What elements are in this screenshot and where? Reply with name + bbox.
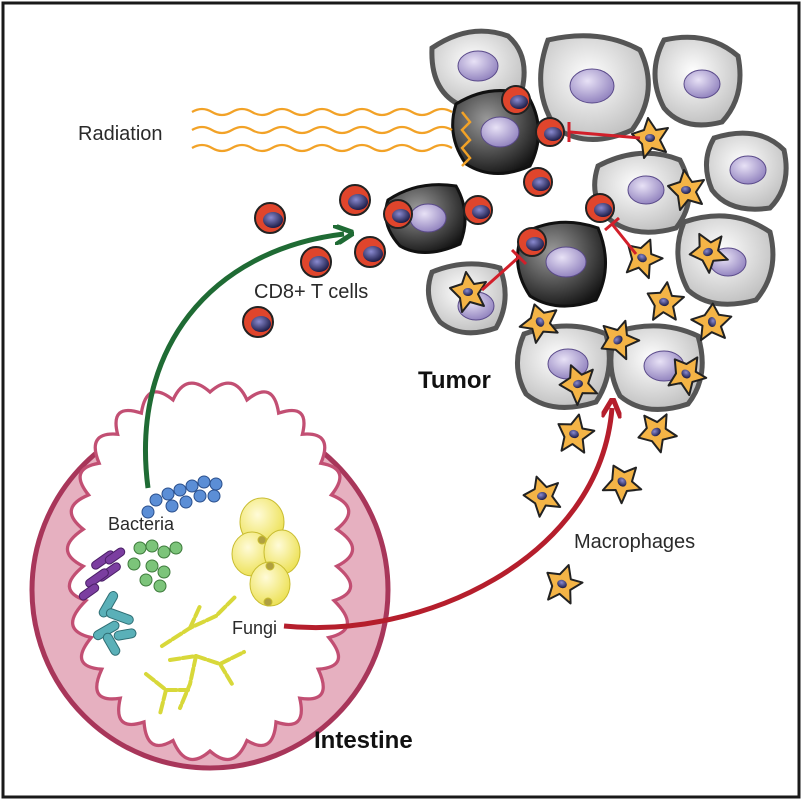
t-cell-icon [517, 227, 547, 257]
bacteria-icon [141, 475, 223, 519]
macrophage-icon [688, 232, 729, 274]
macrophage-icon [625, 238, 664, 280]
t-cell-icon [254, 202, 286, 234]
fungi-icon [144, 594, 246, 716]
tumor-cell-icon [608, 323, 705, 412]
macrophage-icon [667, 356, 708, 397]
green-arrow [142, 234, 344, 489]
tumor-label: Tumor [418, 367, 491, 394]
intestine-label: Intestine [314, 727, 413, 754]
bacteria-icon [78, 547, 126, 601]
macrophage-icon [546, 564, 584, 605]
bacteria-icon [93, 591, 137, 656]
macrophage-icon [522, 475, 562, 518]
macrophage-icon [558, 364, 599, 406]
intestine [29, 381, 391, 771]
tumor-cell-icon [538, 33, 651, 142]
t-cell-icon [300, 246, 332, 278]
macrophage-icon [637, 413, 678, 454]
macrophages-label: Macrophages [574, 531, 695, 553]
macrophage-icon [690, 302, 733, 342]
t-cell-icon [383, 199, 413, 229]
bacteria-icon [127, 539, 183, 593]
t-cell-icon [585, 193, 615, 223]
inhibition-lines [480, 122, 641, 292]
macrophage-icon [646, 281, 685, 321]
bacteria-label: Bacteria [108, 514, 175, 534]
red-arrow [283, 408, 612, 631]
t-cell-icon [523, 167, 553, 197]
cd8-t-cells-label: CD8+ T cells [254, 281, 368, 303]
radiation-wave-icon [191, 107, 472, 167]
macrophage-icon [667, 169, 705, 211]
t-cell-icon [535, 117, 565, 147]
t-cell-icon [339, 184, 371, 216]
macrophage-icon [518, 303, 559, 344]
radiation-label: Radiation [78, 123, 163, 145]
fungi-label: Fungi [232, 618, 277, 638]
t-cell-group [242, 85, 615, 338]
macrophage-group [449, 117, 733, 605]
tumor-cell-icon [514, 323, 612, 410]
t-cell-icon [501, 85, 531, 115]
t-cell-icon [463, 195, 493, 225]
t-cell-icon [354, 236, 386, 268]
t-cell-icon [242, 306, 274, 338]
tumor-cell-icon [652, 34, 743, 128]
macrophage-icon [449, 271, 487, 313]
macrophage-icon [631, 117, 669, 159]
macrophage-icon [600, 319, 641, 361]
fungi-icon [231, 497, 301, 607]
macrophage-icon [601, 464, 643, 505]
tumor-cluster [384, 28, 789, 412]
tumor-cell-icon [704, 130, 789, 212]
macrophage-icon [557, 413, 596, 454]
